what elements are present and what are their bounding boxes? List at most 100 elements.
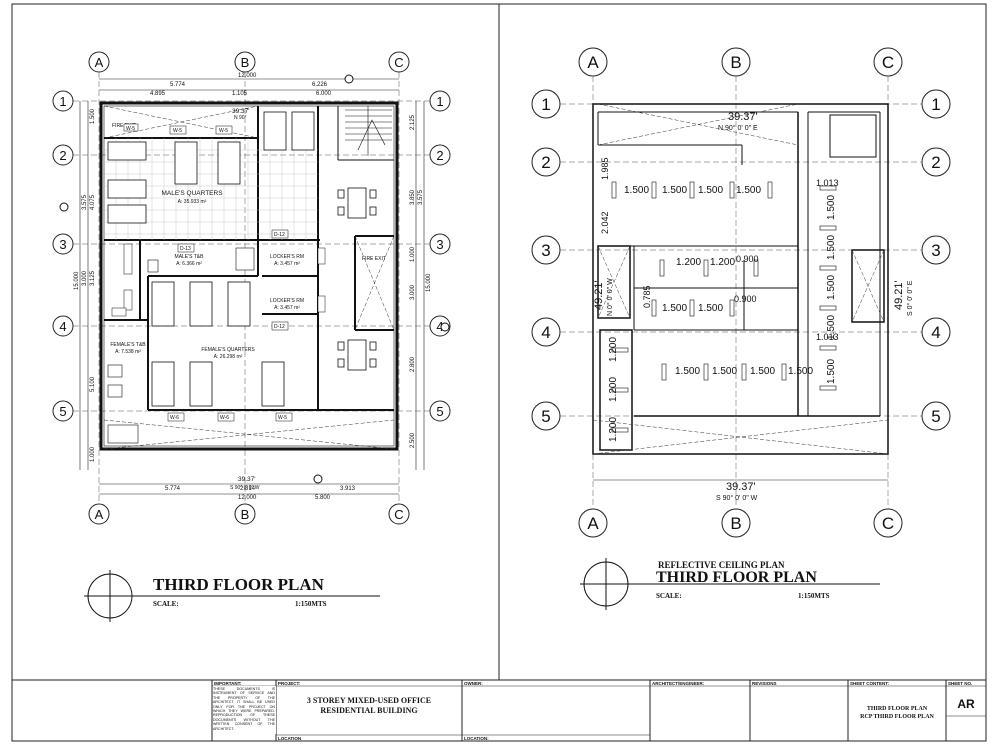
section-mark (59, 202, 69, 212)
section-mark (440, 322, 450, 332)
grid-label: C (882, 53, 894, 72)
sheet-content-line-1: THIRD FLOOR PLAN (867, 706, 928, 712)
rcp-dimensions: 1.500 1.500 1.500 1.500 1.200 1.200 1.50… (593, 111, 914, 502)
grid-label: C (394, 55, 403, 70)
room-label: LOCKER'S RM (270, 254, 304, 260)
room-area: A: 3.457 m² (274, 261, 300, 267)
bearing-direction: N 90° 0' 0" E (718, 124, 758, 132)
dim-label: 1.105 (232, 91, 248, 97)
grid-bubbles-left-bottom: A B C (88, 503, 410, 525)
reflective-ceiling-plan: A B C A B C 1 2 3 4 5 1 (531, 47, 951, 610)
dim-label: 3.850 (410, 189, 416, 205)
dim-label: 1.500 (788, 366, 813, 377)
dimension-lines-sides (79, 101, 425, 470)
grid-label: 1 (931, 95, 940, 114)
grid-label: 2 (931, 153, 940, 172)
important-text: THESE DOCUMENTS IS INSTRUMENT OF SERVICE… (213, 687, 275, 731)
grid-label: B (241, 55, 250, 70)
dim-label: 15.000 (74, 271, 80, 290)
dim-label: 1.500 (750, 366, 775, 377)
dim-label: 5.774 (165, 486, 181, 492)
tag-label: W-6 (220, 415, 229, 421)
grid-label: 2 (541, 153, 550, 172)
bearing-length: 49.21' (893, 280, 905, 310)
dim-label: 1.200 (608, 417, 619, 442)
grid-label: 4 (59, 319, 66, 334)
beds-male (107, 111, 315, 224)
bearing-direction: S 90° 0' 0" W (230, 485, 260, 491)
tag-label: W-5 (126, 126, 135, 132)
bearing-length: 39.37' (728, 111, 758, 123)
room-label: FEMALE'S QUARTERS (201, 347, 255, 353)
dim-label: 0.900 (734, 294, 757, 304)
dim-label: 2.042 (600, 211, 610, 234)
important-label: IMPORTANT: (214, 681, 242, 686)
location-label: LOCATION (278, 736, 301, 741)
grid-bubbles-right-bottom: A B C (578, 508, 903, 538)
room-label: LOCKER'S RM (270, 298, 304, 304)
dim-label: 6.000 (316, 91, 332, 97)
grid-label: C (394, 507, 403, 522)
grid-label: 5 (59, 404, 66, 419)
dim-label: 1.013 (816, 178, 839, 188)
dim-label: 3.000 (82, 270, 88, 286)
dim-label: 2.800 (410, 356, 416, 372)
grid-label: 3 (931, 241, 940, 260)
left-title-block: THIRD FLOOR PLAN SCALE: 1:150MTS (84, 570, 380, 622)
room-area: A: 7.538 m² (115, 349, 141, 355)
bearing-direction: S 0° 0' 0" E (906, 280, 914, 316)
bearing-length: 39.37' (238, 476, 256, 483)
grid-label: C (882, 514, 894, 533)
dim-label: 1.500 (826, 359, 837, 384)
dim-label: 2.125 (410, 114, 416, 130)
light-fixtures (611, 181, 837, 433)
room-area: A: 6.366 m² (176, 261, 202, 267)
grid-label: A (587, 514, 599, 533)
dim-label: 1.200 (608, 337, 619, 362)
dim-label: 0.785 (642, 285, 652, 308)
dim-label: 1.500 (826, 235, 837, 260)
room-area: A: 26.298 m² (214, 354, 243, 360)
right-title-block: REFLECTIVE CEILING PLAN THIRD FLOOR PLAN… (580, 558, 882, 610)
section-mark (313, 474, 323, 484)
dim-label: 3.575 (418, 189, 424, 205)
important-text-box: THESE DOCUMENTS IS INSTRUMENT OF SERVICE… (213, 687, 275, 731)
grid-bubbles-left-top: A B C (88, 51, 410, 73)
tag-label: D-12 (274, 324, 285, 330)
dim-label: 3.000 (410, 284, 416, 300)
dining-tables (337, 187, 377, 371)
toilet-fixtures (107, 247, 255, 444)
rcp-walls (592, 103, 889, 455)
dim-label: 1.500 (90, 108, 96, 124)
owner-location-label: LOCATION: (464, 736, 489, 741)
dim-label: 1.985 (600, 157, 610, 180)
plan-subtitle: REFLECTIVE CEILING PLAN (658, 560, 785, 570)
dim-label: 1.500 (698, 185, 723, 196)
architect-label: ARCHITECT/ENGINEER: (652, 681, 705, 686)
scale-value: 1:150MTS (295, 600, 327, 608)
dim-label: 15.000 (426, 273, 432, 292)
tag-label: D-13 (180, 246, 191, 252)
dim-label: 1.500 (826, 275, 837, 300)
grid-label: 5 (436, 404, 443, 419)
dim-label: 1.500 (826, 195, 837, 220)
dim-label: 12.000 (238, 73, 257, 79)
dimension-lines-top (99, 78, 399, 91)
plan-title: THIRD FLOOR PLAN (656, 569, 817, 586)
tag-label: W-5 (278, 415, 287, 421)
room-area: A: 3.457 m² (274, 305, 300, 311)
plan-title: THIRD FLOOR PLAN (153, 575, 325, 594)
project-label: PROJECT: (278, 681, 301, 686)
grid-label: 3 (436, 237, 443, 252)
dim-label: 0.900 (736, 254, 759, 264)
grid-label: 3 (541, 241, 550, 260)
sheet-no: AR (957, 697, 975, 711)
dim-label: 3.125 (90, 270, 96, 286)
bearing-direction: S 90° 0' 0" W (716, 494, 758, 502)
project-line-2: RESIDENTIAL BUILDING (320, 706, 417, 715)
scale-value: 1:150MTS (798, 592, 830, 600)
owner-label: OWNER: (464, 681, 483, 686)
beds-female (151, 281, 285, 407)
revisions-label: REVISIONS (752, 681, 777, 686)
